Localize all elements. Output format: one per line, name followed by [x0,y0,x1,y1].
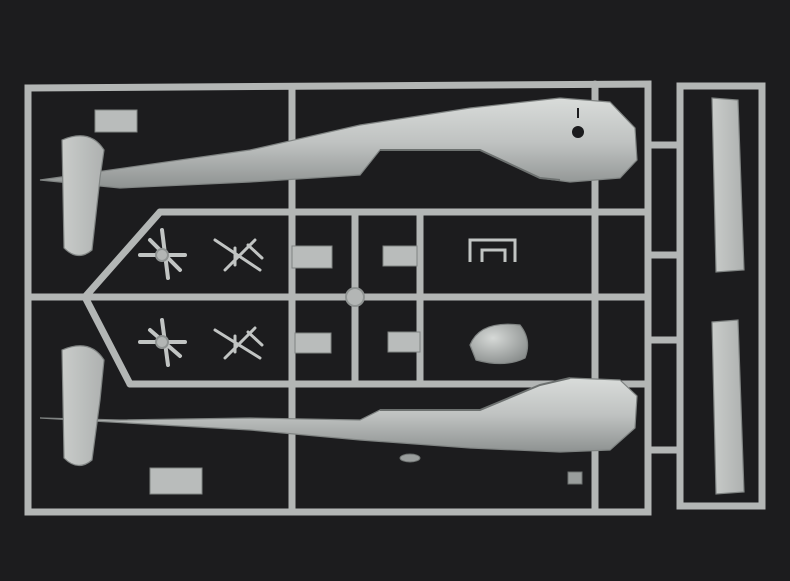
sprue-gate-disc [345,287,365,307]
small-part-top [94,109,138,133]
small-block-3 [294,332,332,354]
tailplane-upper [61,135,105,257]
wing-panel-lower [711,319,745,495]
small-block-1 [291,245,333,269]
fuselage-half-right [39,377,638,485]
propeller-hub-2 [138,318,187,367]
cowling-dome [469,323,529,365]
wing-panel-upper [711,97,745,273]
small-block-2 [382,245,418,267]
fuselage-half-left [39,97,638,189]
propeller-hub-1 [138,228,187,280]
landing-gear-2 [213,326,264,360]
small-part-bottom [149,467,203,495]
landing-gear-1 [213,238,264,272]
small-block-4 [387,331,421,353]
tailplane-lower [61,345,105,467]
tube-bracket [468,238,517,262]
